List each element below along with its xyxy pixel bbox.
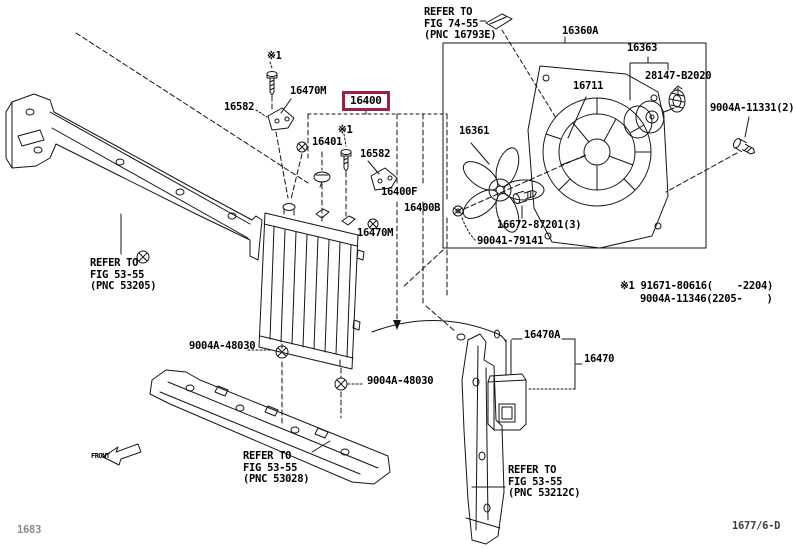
callout-16470A: 16470A <box>524 329 561 341</box>
callout-16470M-upper: 16470M <box>290 85 327 97</box>
fan-axis-dashes <box>463 153 589 210</box>
note-substitution-line1: ※1 91671-80616( -2204) <box>620 280 774 292</box>
clip-16582-icon <box>370 167 398 191</box>
screw-9004a-11331-icon <box>732 138 756 155</box>
fan-blade-drawing <box>462 142 545 233</box>
asterisk-mark-mid: ※1 <box>338 124 353 136</box>
callout-90041-79141: 90041-79141 <box>477 235 544 247</box>
front-arrow-icon <box>102 443 142 466</box>
callout-9004A-48030-right: 9004A-48030 <box>367 375 434 387</box>
clip-16793e-icon <box>479 13 513 30</box>
construction-lines <box>75 32 457 425</box>
front-direction-label: FRONT <box>91 452 110 460</box>
callout-16711: 16711 <box>573 80 604 92</box>
fan-nut-90041-icon <box>452 205 464 217</box>
upper-support-drawing <box>5 93 263 264</box>
clip-16470m-icon <box>267 107 295 131</box>
callout-16470: 16470 <box>584 353 615 365</box>
callout-16400F: 16400F <box>381 186 418 198</box>
note-substitution-line2: 9004A-11346(2205- ) <box>640 293 773 305</box>
grommet-icon-b <box>367 218 379 230</box>
clip-dashes <box>501 29 557 119</box>
callout-16582-upper: 16582 <box>224 101 255 113</box>
fan-motor-drawing <box>623 56 686 139</box>
callout-16400B: 16400B <box>404 202 441 214</box>
callout-16400: 16400 <box>350 94 382 107</box>
grommet-48030-icon-a <box>275 345 289 359</box>
radiator-drawing <box>258 203 365 370</box>
grommet-48030-icon-b <box>334 377 348 391</box>
callout-9004A-11331: 9004A-11331(2) <box>710 102 795 114</box>
fan-assembly-box <box>442 36 707 249</box>
callout-16582-lower: 16582 <box>360 148 391 160</box>
callout-9004A-48030-left: 9004A-48030 <box>189 340 256 352</box>
page-number: 1683 <box>17 524 42 536</box>
callout-16401: 16401 <box>312 136 343 148</box>
fan-screw-16672-icon <box>512 189 537 205</box>
lower-support-drawing <box>149 369 391 485</box>
callout-16363: 16363 <box>627 42 658 54</box>
callout-16672-87201: 16672-87201(3) <box>497 219 582 231</box>
clip-16401-icon <box>313 171 331 188</box>
callout-16361: 16361 <box>459 125 490 137</box>
screw-9004a-11331-leader <box>744 116 750 138</box>
top-bolt-icon <box>266 71 278 96</box>
grommet-icon-a <box>296 141 308 153</box>
callout-16360A: 16360A <box>562 25 599 37</box>
figure-code: 1677/6-D <box>732 520 781 532</box>
fan-shroud-drawing <box>527 65 669 249</box>
fan-nut-leader <box>461 217 477 242</box>
screw-axis-dashes <box>665 152 738 193</box>
asterisk-mark-top: ※1 <box>267 50 282 62</box>
side-bracket-drawing <box>456 333 506 545</box>
callout-16470M-lower: 16470M <box>357 227 394 239</box>
part-highlight-box: 16400 <box>342 91 390 111</box>
mid-bolt-icon <box>340 149 352 172</box>
callout-28147-B2020: 28147-B2020 <box>645 70 712 82</box>
